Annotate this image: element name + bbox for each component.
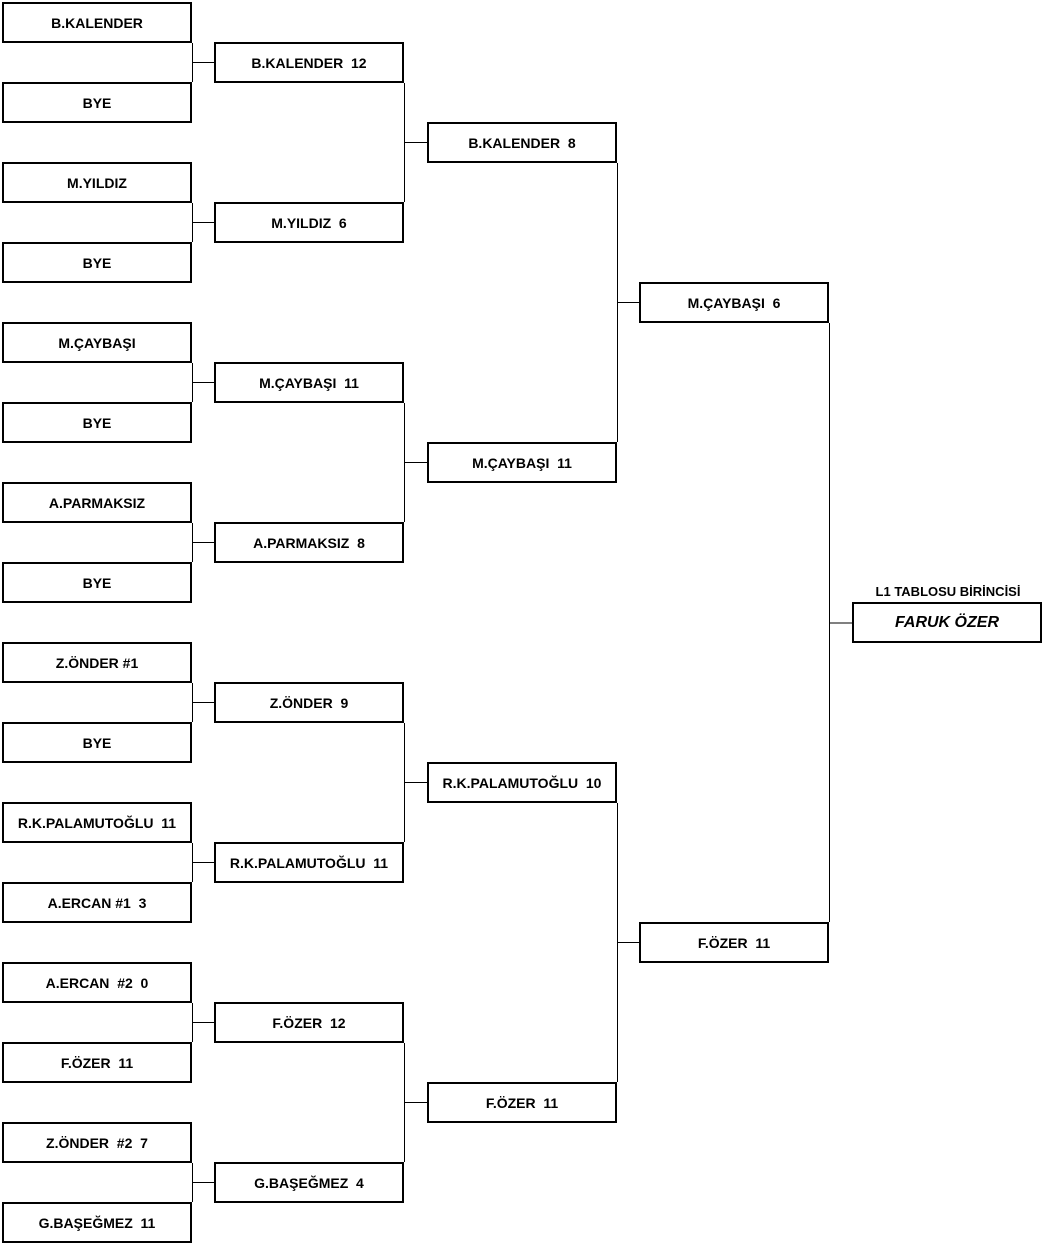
match-box-round-1: A.ERCAN #2 0	[2, 962, 192, 1003]
match-box-round-2: G.BAŞEĞMEZ 4	[214, 1162, 404, 1203]
match-box-round-1: BYE	[2, 242, 192, 283]
match-box-round-2: B.KALENDER 12	[214, 42, 404, 83]
match-box-round-3: F.ÖZER 11	[427, 1082, 617, 1123]
match-box-round-2: Z.ÖNDER 9	[214, 682, 404, 723]
match-box-round-3: R.K.PALAMUTOĞLU 10	[427, 762, 617, 803]
match-box-round-2: R.K.PALAMUTOĞLU 11	[214, 842, 404, 883]
match-box-round-3: B.KALENDER 8	[427, 122, 617, 163]
match-box-round-2: M.YILDIZ 6	[214, 202, 404, 243]
match-box-round-1: R.K.PALAMUTOĞLU 11	[2, 802, 192, 843]
match-box-round-1: M.ÇAYBAŞI	[2, 322, 192, 363]
match-box-round-1: G.BAŞEĞMEZ 11	[2, 1202, 192, 1243]
match-box-round-1: BYE	[2, 562, 192, 603]
match-box-round-2: A.PARMAKSIZ 8	[214, 522, 404, 563]
winner-title: L1 TABLOSU BİRİNCİSİ	[875, 584, 1021, 599]
match-box-round-1: A.ERCAN #1 3	[2, 882, 192, 923]
match-box-round-1: BYE	[2, 402, 192, 443]
match-box-round-2: F.ÖZER 12	[214, 1002, 404, 1043]
match-box-round-1: Z.ÖNDER #1	[2, 642, 192, 683]
match-box-round-1: B.KALENDER	[2, 2, 192, 43]
match-box-round-4: F.ÖZER 11	[639, 922, 829, 963]
match-box-round-1: Z.ÖNDER #2 7	[2, 1122, 192, 1163]
match-box-round-1: F.ÖZER 11	[2, 1042, 192, 1083]
match-box-round-3: M.ÇAYBAŞI 11	[427, 442, 617, 483]
match-box-round-1: BYE	[2, 82, 192, 123]
winner-box: FARUK ÖZER	[852, 602, 1042, 643]
match-box-round-1: A.PARMAKSIZ	[2, 482, 192, 523]
match-box-round-1: BYE	[2, 722, 192, 763]
match-box-round-4: M.ÇAYBAŞI 6	[639, 282, 829, 323]
match-box-round-1: M.YILDIZ	[2, 162, 192, 203]
match-box-round-2: M.ÇAYBAŞI 11	[214, 362, 404, 403]
